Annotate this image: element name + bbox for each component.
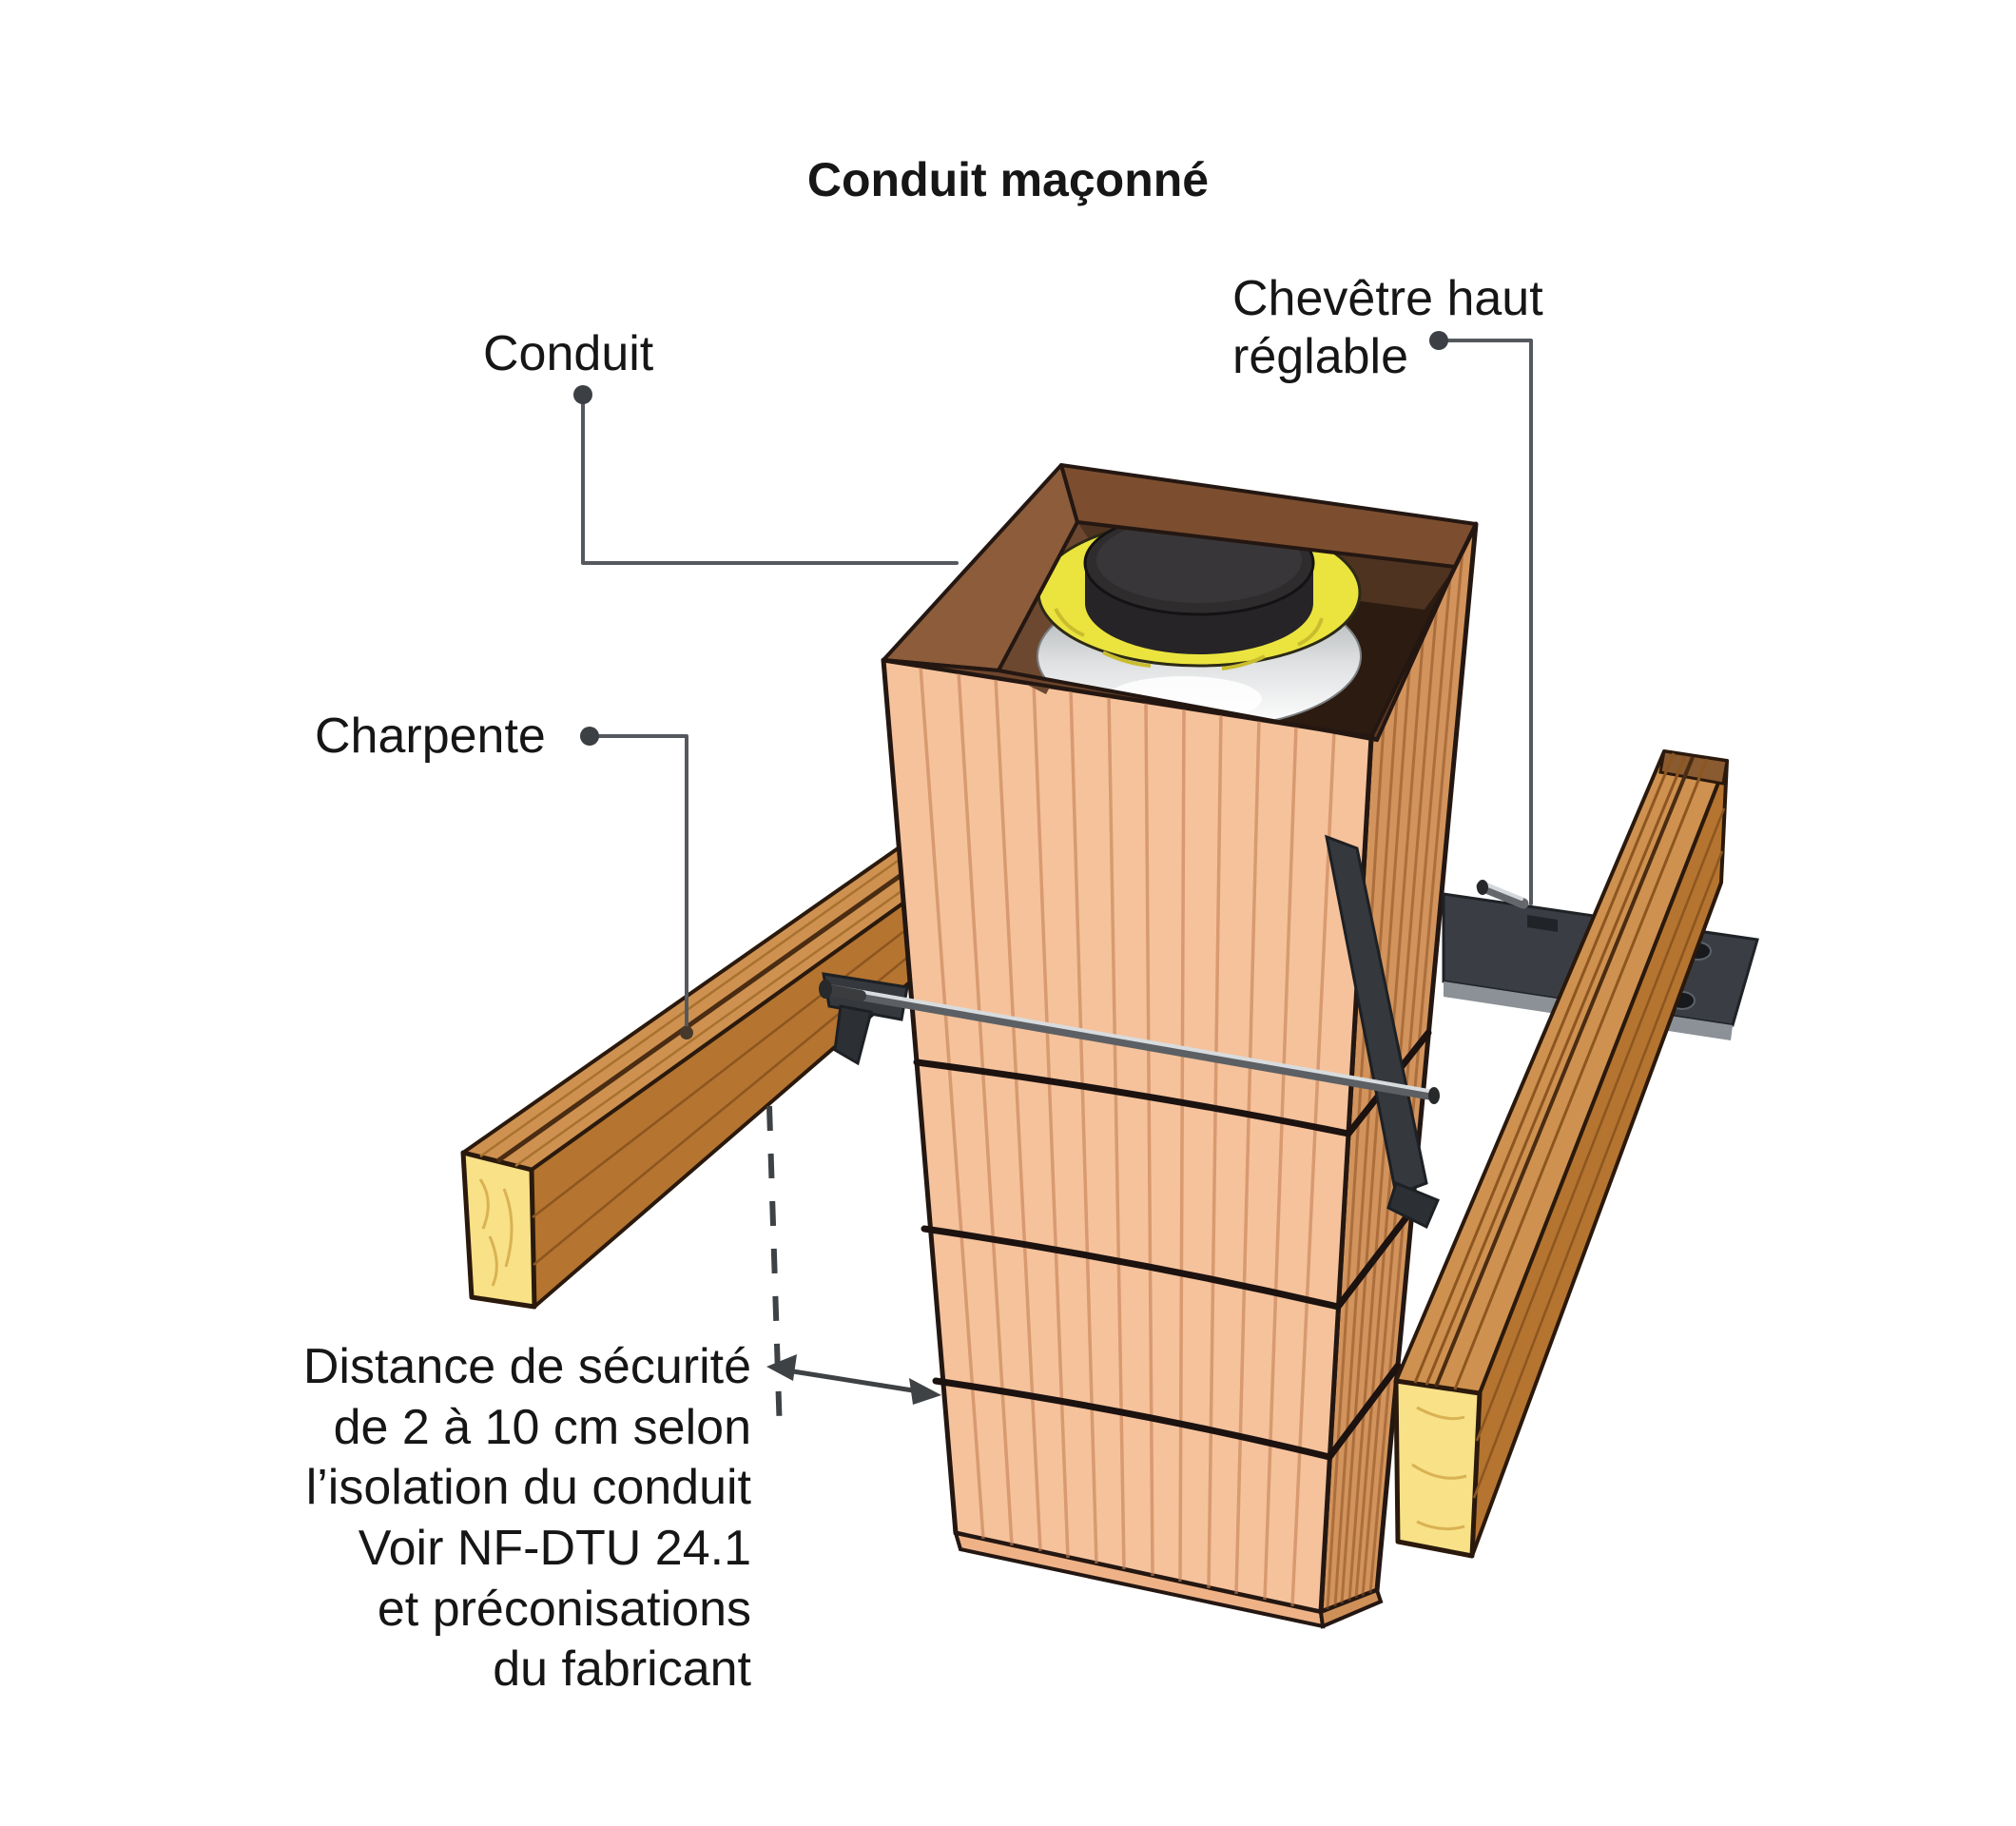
- leader-dot-chevetre: [1429, 331, 1448, 350]
- page-title: Conduit maçonné: [806, 153, 1210, 206]
- front-rod-right-cap: [1428, 1087, 1440, 1104]
- front-rod: [819, 983, 1440, 1101]
- chevetre-clamp-and-rod: [819, 972, 1440, 1104]
- chevetre-plate-step: [1527, 915, 1558, 932]
- front-face-flutes: [919, 665, 1336, 1607]
- label-distance-note: Distance de sécurité de 2 à 10 cm selon …: [302, 1339, 751, 1698]
- label-conduit: Conduit: [483, 326, 654, 381]
- rear-rod-stub-cap: [1477, 880, 1488, 895]
- safety-arrowhead-right: [909, 1378, 941, 1405]
- charpente-right-beam: [1393, 749, 1729, 1559]
- leader-dot-conduit: [573, 385, 592, 404]
- right-beam-end-grain: [1393, 1378, 1483, 1559]
- leader-tip-charpente: [680, 1026, 693, 1039]
- rim-front-left: [882, 658, 1379, 742]
- label-chevetre: Chevêtre haut réglable: [1232, 271, 1543, 385]
- column-plinth-side: [1318, 1587, 1384, 1629]
- label-charpente: Charpente: [315, 709, 546, 764]
- chevetre-corner-angle: [1325, 834, 1428, 1197]
- leader-chevetre: [1437, 339, 1533, 905]
- safety-distance-marker: [766, 1105, 941, 1434]
- left-bracket-foot: [833, 1004, 873, 1066]
- rear-rod-stub: [1476, 881, 1529, 909]
- block-joints: [913, 1029, 1432, 1461]
- leader-dot-charpente: [580, 727, 599, 746]
- front-rod-left-cap: [819, 980, 832, 999]
- charpente-left-beam: [460, 816, 1014, 1310]
- leader-charpente: [588, 734, 688, 1031]
- leader-conduit: [581, 393, 959, 565]
- right-beam-top-cut: [1658, 749, 1729, 786]
- safety-dashed-line: [766, 1105, 783, 1434]
- leader-dots: [573, 331, 1448, 1039]
- safety-arrow-line: [792, 1369, 914, 1393]
- leader-lines: [581, 339, 1533, 1031]
- safety-arrowhead-left: [766, 1354, 797, 1381]
- left-beam-end-grain: [460, 1150, 537, 1310]
- flue-cap-side: [1085, 563, 1313, 654]
- column-rim: [882, 463, 1478, 742]
- chevetre-corner-foot: [1386, 1180, 1440, 1230]
